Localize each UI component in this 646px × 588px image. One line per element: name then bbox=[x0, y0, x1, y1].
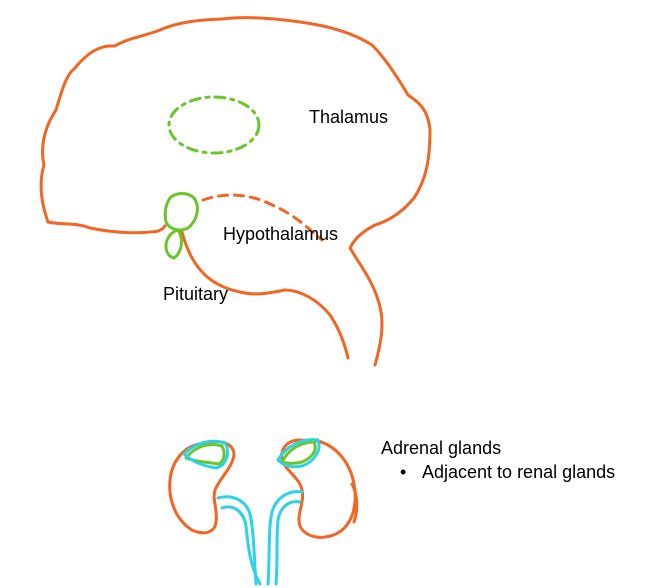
right-kidney-edge bbox=[350, 482, 359, 524]
bullet-icon: • bbox=[400, 462, 407, 482]
left-adrenal-gland bbox=[184, 443, 226, 466]
pituitary-shape bbox=[164, 228, 183, 260]
left-adrenal-outline bbox=[182, 439, 230, 470]
right-kidney bbox=[280, 438, 357, 539]
right-adrenal-gland bbox=[280, 440, 317, 465]
adrenal-note-text: Adjacent to renal glands bbox=[422, 462, 616, 482]
brain-lower-edge bbox=[46, 220, 167, 235]
adrenal-note: • Adjacent to renal glands bbox=[400, 462, 615, 483]
thalamus-dashed-ellipse bbox=[167, 95, 261, 155]
hypothalamus-shape bbox=[163, 192, 199, 232]
right-adrenal-outline bbox=[276, 438, 321, 469]
brain-outline bbox=[39, 16, 432, 367]
brainstem-curve bbox=[180, 230, 350, 360]
pituitary-label: Pituitary bbox=[163, 284, 229, 304]
right-vessel-inner bbox=[274, 500, 302, 586]
adrenal-label: Adrenal glands bbox=[381, 438, 502, 458]
thalamus-label: Thalamus bbox=[309, 107, 389, 127]
left-vessel bbox=[216, 495, 258, 586]
right-vessel bbox=[266, 490, 304, 586]
hypothalamus-dashed-arc bbox=[201, 193, 324, 242]
left-vessel-inner bbox=[220, 505, 262, 586]
left-kidney bbox=[168, 440, 236, 535]
hypothalamus-label: Hypothalamus bbox=[223, 224, 339, 244]
